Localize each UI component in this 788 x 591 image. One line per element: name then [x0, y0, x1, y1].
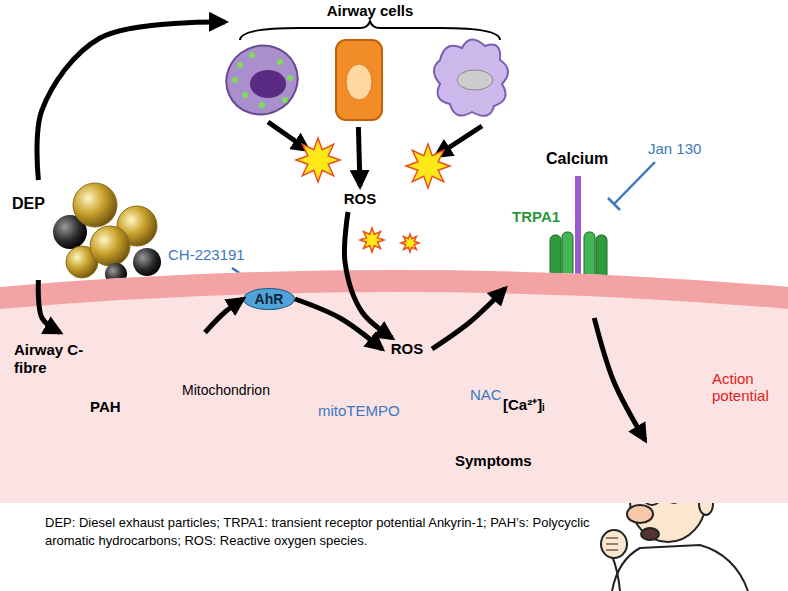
- ion-channel: TRPA1: [505, 200, 610, 318]
- pathway-arrow: [432, 289, 505, 350]
- fibre-outline: [0, 255, 788, 503]
- ros-cloud: ROS: [330, 186, 390, 212]
- fist: [601, 530, 627, 558]
- node-label: PAH: [90, 398, 121, 416]
- nucleus: [457, 70, 493, 90]
- ros-burst: [296, 138, 340, 182]
- pathway-arrow: [38, 280, 60, 333]
- fingers: [606, 538, 618, 550]
- node-label: Airway C-fibre: [14, 341, 86, 377]
- bracket: [240, 21, 500, 40]
- pathway-arrow: [205, 299, 243, 333]
- granule: [232, 77, 238, 83]
- pathway-arrow: [594, 318, 645, 440]
- ros-burst: [406, 144, 450, 188]
- node-label: Airway cells: [225, 2, 515, 20]
- epithelial-cell: [215, 34, 309, 126]
- nose: [627, 505, 653, 523]
- node-label: DEP: [12, 194, 45, 213]
- mouth: [641, 528, 659, 540]
- arm: [612, 556, 620, 591]
- symptom-figure: Symptoms: [450, 440, 750, 588]
- pathway-arrow: [295, 299, 382, 349]
- ros-burst: [401, 234, 419, 252]
- ros-burst: [360, 228, 384, 252]
- node-label: ROS: [382, 340, 432, 358]
- fibre-membrane: [0, 270, 788, 309]
- particle: [73, 183, 117, 227]
- concentration-label: [Ca²⁺]ᵢ: [503, 396, 544, 413]
- receptor-ellipse: AhR: [243, 288, 295, 310]
- node-label: Symptoms: [455, 452, 532, 470]
- caption: DEP: Diesel exhaust particles; TRPA1: tr…: [45, 514, 605, 549]
- pathway-arrow: [344, 212, 392, 338]
- granule: [249, 52, 255, 58]
- cell-body: [215, 34, 309, 126]
- granule: [282, 97, 288, 103]
- inhibitor-label: Jan 130: [648, 140, 701, 157]
- signal-label: Action potential: [712, 370, 784, 405]
- inhibitor-label: CH-223191: [168, 246, 245, 263]
- nucleus: [250, 70, 286, 98]
- node-label: ROS: [330, 190, 390, 208]
- dendritic-cell: [434, 39, 508, 115]
- particle: [90, 226, 130, 266]
- granule: [237, 62, 243, 68]
- dep-particles: [53, 183, 161, 285]
- pathway-arrow: [37, 22, 225, 180]
- cell-body: [336, 40, 382, 120]
- granule: [287, 75, 293, 81]
- arrow: [268, 122, 308, 150]
- cell-group: Airway cells: [225, 2, 515, 127]
- inhibitor-label: mitoTEMPO: [318, 402, 400, 419]
- particle-group: DEP: [8, 180, 168, 280]
- pathway-arrow: [358, 127, 360, 186]
- nerve-fibre-band: Airway C-fibrePAH AhR ROS: [0, 255, 788, 503]
- nucleus: [346, 64, 372, 100]
- cell-body: [434, 39, 508, 115]
- granule: [242, 92, 248, 98]
- particle: [133, 248, 161, 276]
- ion-label: Calcium: [546, 150, 608, 168]
- ros-cloud: ROS: [382, 338, 432, 360]
- node-label: TRPA1: [512, 208, 560, 226]
- inhibitor: [608, 162, 655, 210]
- inhibitor-label: NAC: [470, 386, 502, 403]
- fibre-interior: [0, 270, 788, 503]
- granule: [277, 59, 283, 65]
- node-label: AhR: [244, 291, 294, 308]
- granule: [259, 102, 265, 108]
- body: [612, 545, 748, 591]
- organelle-label: Mitochondrion: [182, 382, 270, 398]
- smooth-muscle-cell: [336, 40, 382, 120]
